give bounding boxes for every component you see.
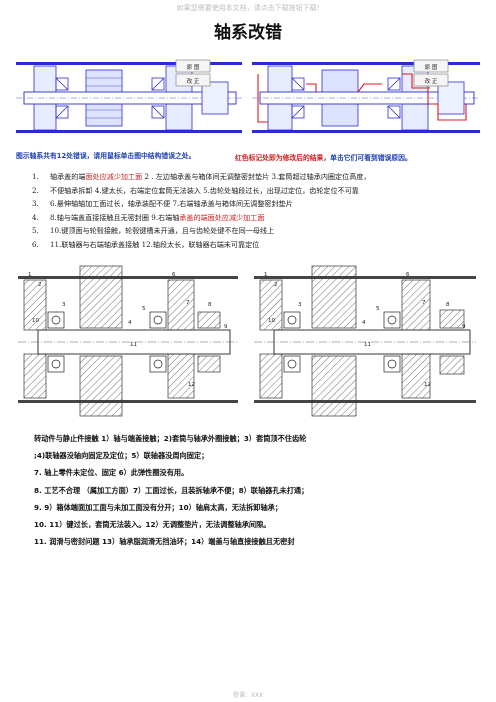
error-list: 1.轴承盖的端面处应减少加工面 2 . 左边轴承盖与箱体间无调整密封垫片 3.套… — [32, 170, 462, 251]
svg-text:1: 1 — [264, 272, 268, 278]
svg-text:11: 11 — [130, 342, 137, 348]
svg-text:7: 7 — [186, 300, 190, 306]
svg-text:9: 9 — [224, 324, 228, 330]
svg-text:8: 8 — [446, 302, 450, 308]
summary-list: 转动件与静止件接触 1）轴与端盖接触；2)套筒与轴承外圈接触；3）套筒顶不住齿轮… — [34, 430, 474, 550]
error-item: 6.11.联轴器与右端轴承盖接触 12.轴段太长，联轴器右端未可靠定位 — [32, 239, 260, 249]
svg-text:10: 10 — [268, 318, 275, 324]
svg-text:8: 8 — [208, 302, 212, 308]
svg-text:11: 11 — [364, 342, 371, 348]
corrected-button-right[interactable]: 改 正 — [413, 73, 449, 87]
left-hint: 图示轴系共有12处错误，请用鼠标单击图中结构错误之处。 — [16, 152, 196, 160]
drawing-original: 1 2 3 4 5 6 7 8 9 10 11 12 — [18, 265, 238, 417]
svg-text:原 图: 原 图 — [425, 63, 438, 71]
svg-text:6: 6 — [172, 272, 176, 278]
footer: 授课：XXX — [232, 692, 264, 699]
summary-line: 10. 11）键过长，套筒无法装入。12）无调整垫片，无法调整轴承间隙。 — [34, 520, 271, 530]
svg-text:改 正: 改 正 — [187, 77, 200, 85]
svg-text:4: 4 — [128, 320, 132, 326]
right-hint: 红色标记处即为修改后的结果，单击它们可看到错误原因。 — [235, 152, 412, 162]
right-hint-red: 红色标记处即为修改后的结果 — [235, 154, 324, 162]
page-title: 轴系改错 — [214, 23, 282, 43]
summary-line: 11. 润滑与密封问题 13）轴承脂润滑无挡油环；14）端盖与轴直接接触且无密封 — [34, 537, 295, 547]
svg-text:6: 6 — [406, 272, 410, 278]
summary-line: 8. 工艺不合理 （属加工方面）7）工面过长，且装拆轴承不便；8）联轴器孔未打通… — [34, 485, 309, 495]
watermark: 如果您需要使用本文档，请点击下载按钮下载! — [176, 4, 320, 12]
svg-text:3: 3 — [62, 302, 66, 308]
svg-text:3: 3 — [298, 302, 302, 308]
svg-text:9: 9 — [462, 324, 466, 330]
summary-line: 9. 9）箱体端面加工面与未加工面没有分开；10）轴肩太高，无法拆卸轴承； — [34, 502, 283, 512]
original-assembly[interactable]: 原 图 改 正 — [16, 59, 242, 133]
svg-text:5: 5 — [142, 306, 146, 312]
original-button[interactable]: 原 图 — [175, 59, 211, 73]
svg-text:1: 1 — [28, 272, 32, 278]
top-figure[interactable]: 原 图 改 正 原 — [16, 44, 480, 148]
error-item: 3.6.悬伸轴轴加工面过长，轴承装配不便 7.右端轴承盖与箱体间无调整密封垫片 — [32, 199, 293, 208]
summary-line: ;4)联轴器没轴向固定及定位；5）联轴器没周向固定； — [34, 451, 209, 461]
corrected-button[interactable]: 改 正 — [175, 73, 211, 87]
error-item: 2.不便轴承拆卸 4.键太长，右端定位套筒无法装入 5.齿轮处轴段过长，出现过定… — [32, 185, 359, 195]
svg-text:改 正: 改 正 — [425, 77, 438, 85]
svg-text:原 图: 原 图 — [187, 63, 200, 71]
right-hint-rest: ，单击它们可看到错误原因。 — [323, 154, 412, 162]
error-item: 5.10.键顶面与轮毂接触，轮毂键槽未开通，且与齿轮处键不在同一母线上 — [32, 226, 275, 235]
technical-drawings: 1 2 3 4 5 6 7 8 9 10 11 12 — [18, 265, 476, 417]
svg-text:7: 7 — [422, 300, 426, 306]
svg-text:12: 12 — [188, 382, 195, 388]
svg-text:5: 5 — [376, 306, 380, 312]
svg-text:2: 2 — [274, 282, 278, 288]
svg-text:2: 2 — [38, 282, 42, 288]
svg-text:10: 10 — [32, 318, 39, 324]
corrected-assembly[interactable]: 原 图 改 正 — [252, 59, 480, 133]
drawing-corrected: 1 2 3 4 5 6 7 8 9 10 11 12 — [254, 265, 476, 417]
error-item: 1.轴承盖的端面处应减少加工面 2 . 左边轴承盖与箱体间无调整密封垫片 3.套… — [32, 172, 371, 181]
summary-line: 转动件与静止件接触 1）轴与端盖接触；2)套筒与轴承外圈接触；3）套筒顶不住齿轮 — [34, 434, 307, 443]
svg-text:12: 12 — [424, 382, 431, 388]
error-item: 4.8.轴与端盖直接接触且无密封圈 9.右端轴承盖的端面处应减少加工面 — [32, 212, 265, 222]
svg-text:4: 4 — [362, 320, 366, 326]
summary-line: 7. 轴上零件未定位、固定 6）此弹性圈没有用。 — [34, 468, 189, 478]
original-button-right[interactable]: 原 图 — [413, 59, 449, 73]
correction-marks[interactable] — [257, 73, 467, 123]
